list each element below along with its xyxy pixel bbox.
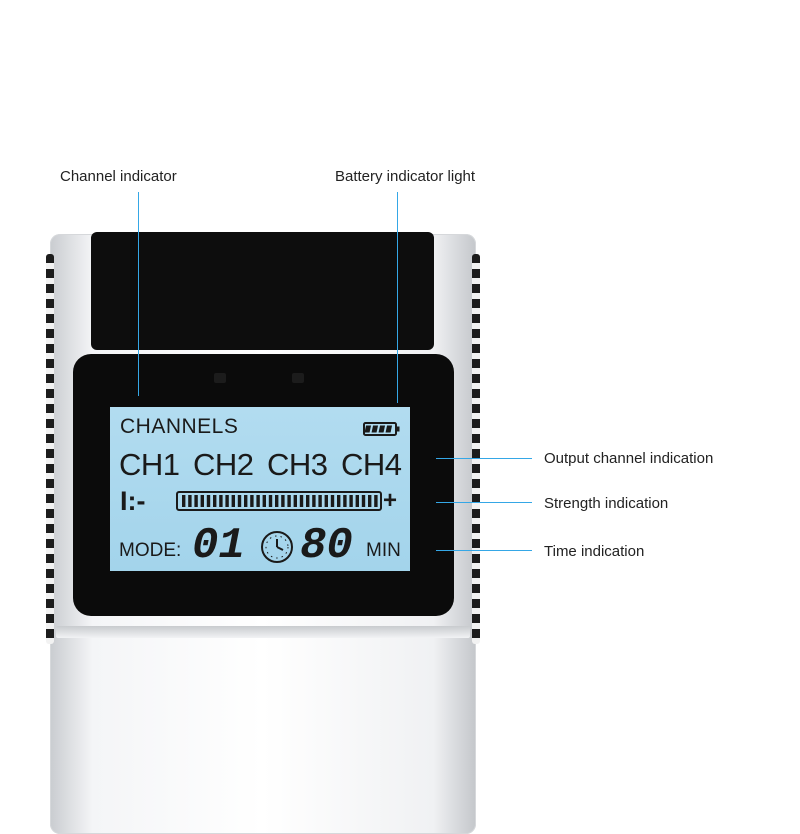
strength-segment xyxy=(237,495,242,507)
strength-segment xyxy=(330,495,335,507)
strength-segment xyxy=(268,495,273,507)
time-unit: MIN xyxy=(366,540,401,561)
strength-segment xyxy=(182,495,186,507)
output-channel-leader xyxy=(436,458,532,459)
strength-prefix: I:- xyxy=(120,486,146,516)
strength-segment xyxy=(374,495,378,507)
ch3-label: CH3 xyxy=(267,447,328,482)
output-channel-label: Output channel indication xyxy=(544,450,714,467)
top-window xyxy=(91,232,434,350)
clock-icon xyxy=(261,531,293,563)
lcd-screen: CHANNELS CH1 CH2 CH3 CH4 I:- + MODE: 01 … xyxy=(110,407,410,571)
strength-segment xyxy=(231,495,235,507)
strength-indication-label: Strength indication xyxy=(544,495,669,512)
strength-segment xyxy=(318,495,322,507)
strength-segment xyxy=(368,495,372,507)
ch4-label: CH4 xyxy=(341,447,402,482)
strength-segment xyxy=(349,495,353,507)
ch2-label: CH2 xyxy=(193,447,254,482)
strength-segment xyxy=(324,495,328,507)
strength-segment xyxy=(219,495,223,507)
strength-segment xyxy=(250,495,254,507)
strength-segment xyxy=(355,495,359,507)
strength-segment xyxy=(343,495,347,507)
strength-segment xyxy=(281,495,285,507)
strength-segment xyxy=(213,495,217,507)
battery-indicator-label: Battery indicator light xyxy=(335,168,476,185)
channel-indicator-leader xyxy=(138,192,139,396)
strength-segment xyxy=(287,495,291,507)
strength-segment xyxy=(293,495,297,507)
strength-segment xyxy=(275,495,279,507)
channels-label: CHANNELS xyxy=(120,415,239,438)
strength-bar xyxy=(176,491,382,511)
battery-indicator-leader xyxy=(397,192,398,403)
channel-indicator-label: Channel indicator xyxy=(60,168,177,185)
strength-segment xyxy=(194,495,198,507)
strength-segment xyxy=(337,495,341,507)
left-grip xyxy=(46,254,54,644)
indicator-led xyxy=(292,373,304,383)
strength-segment xyxy=(206,495,211,507)
strength-leader xyxy=(436,502,532,503)
strength-segment xyxy=(262,495,266,507)
mode-value: 01 xyxy=(192,521,245,571)
time-leader xyxy=(436,550,532,551)
strength-segment xyxy=(312,495,316,507)
strength-segment xyxy=(306,495,310,507)
strength-segment xyxy=(361,495,366,507)
strength-segment xyxy=(225,495,229,507)
ch1-label: CH1 xyxy=(119,447,180,482)
right-grip xyxy=(472,254,480,644)
strength-segment xyxy=(244,495,248,507)
mode-label: MODE: xyxy=(119,540,182,561)
strength-segment xyxy=(299,495,304,507)
time-indication-label: Time indication xyxy=(544,543,645,560)
strength-segment xyxy=(256,495,260,507)
strength-segment xyxy=(188,495,192,507)
strength-plus: + xyxy=(383,487,398,514)
indicator-led xyxy=(214,373,226,383)
strength-segment xyxy=(200,495,204,507)
battery-icon xyxy=(363,422,400,436)
time-value: 80 xyxy=(300,521,353,571)
device-seam xyxy=(56,626,470,638)
